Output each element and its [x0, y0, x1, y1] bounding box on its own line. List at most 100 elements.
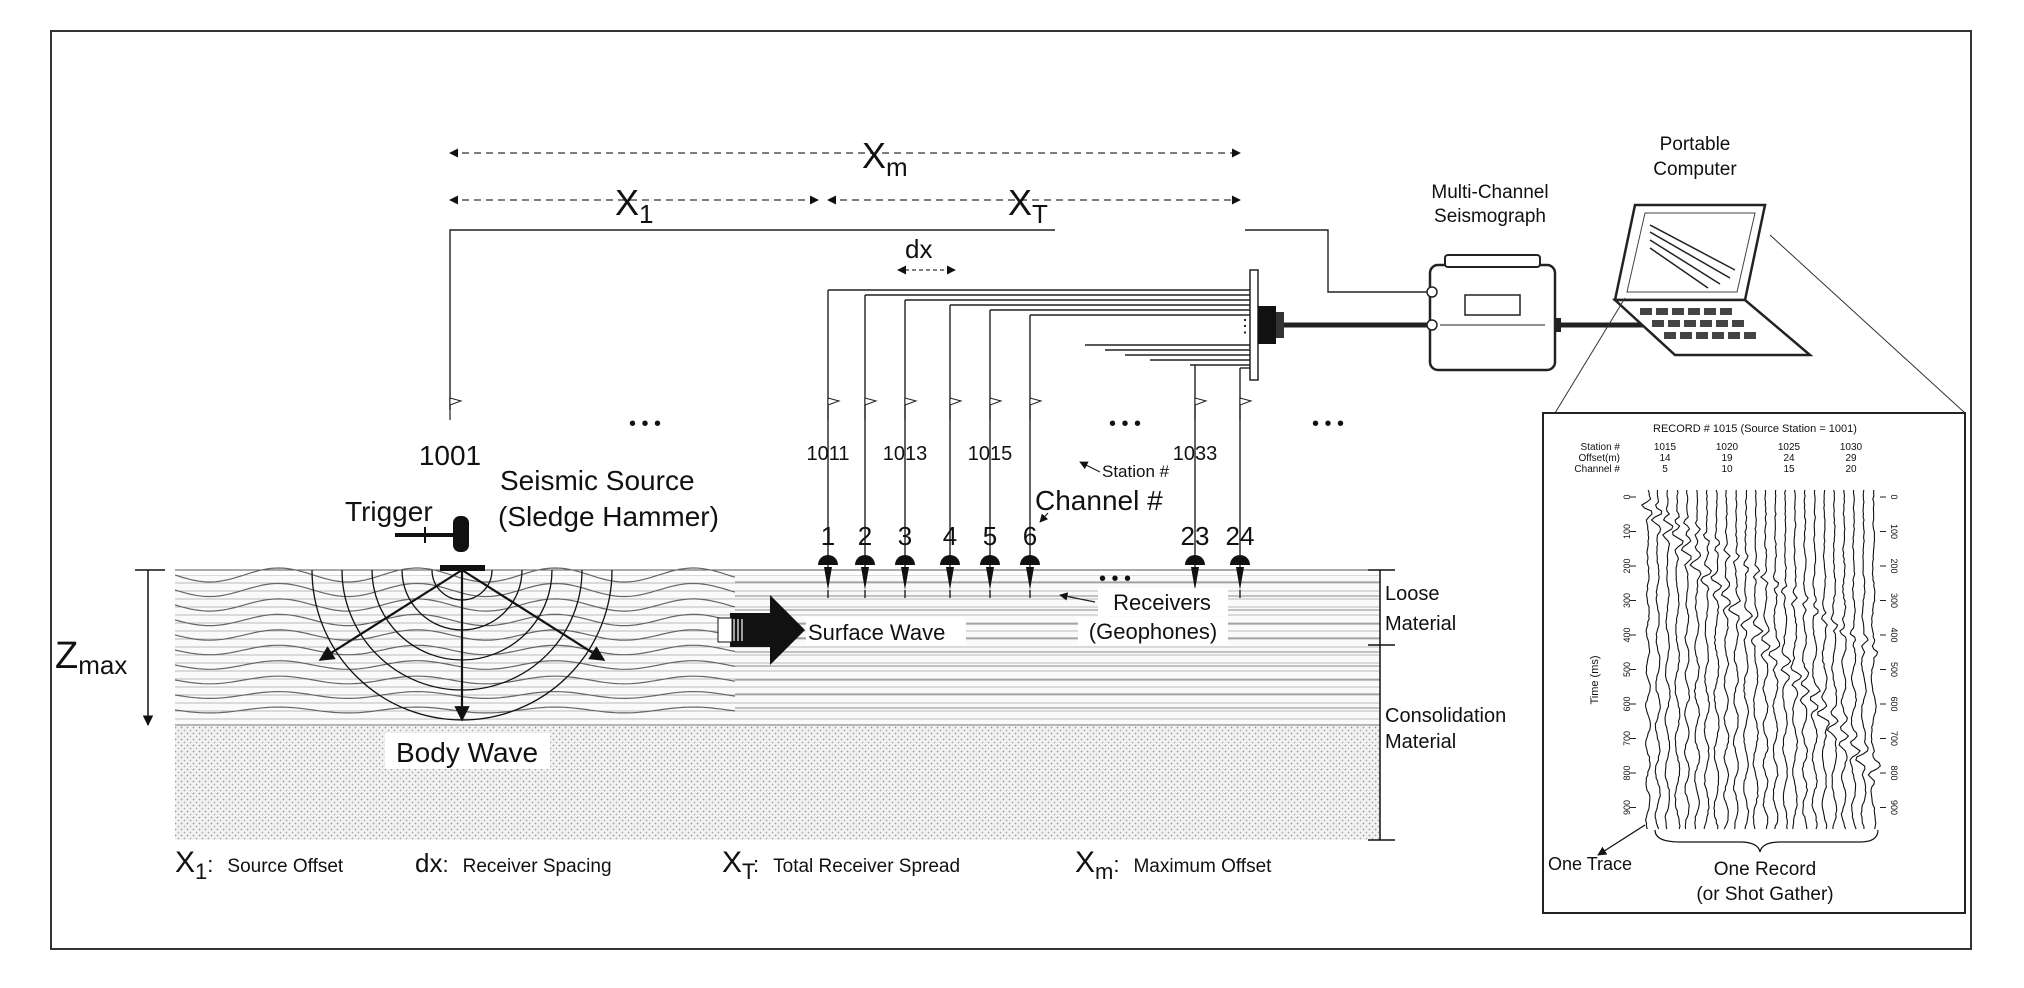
- zoom-line-left: [1554, 297, 1626, 414]
- record-y-label: Time (ms): [1589, 655, 1601, 704]
- xt-label: XT: [1008, 182, 1048, 229]
- dimension-labels: Xm X1 XT dx: [615, 135, 1048, 264]
- svg-text:100: 100: [1889, 524, 1899, 539]
- svg-text:Offset(m): Offset(m): [1579, 453, 1620, 464]
- station-1015: 1015: [968, 443, 1013, 465]
- data-line-connector: ⋮: [1236, 269, 1284, 381]
- svg-text:24: 24: [1226, 521, 1255, 551]
- svg-text:Channel #: Channel #: [1574, 464, 1620, 475]
- surface-wave-label: Surface Wave: [808, 620, 945, 645]
- legend-xt: XT:Total Receiver Spread: [722, 846, 960, 884]
- trigger-label: Trigger: [345, 496, 433, 527]
- station-1033: 1033: [1173, 443, 1218, 465]
- channel-numbers: 1 2 3 4 5 6 23 24: [821, 521, 1255, 551]
- receivers-label-2: (Geophones): [1089, 619, 1217, 644]
- surface-wave-arrow: [717, 595, 805, 665]
- loose-label-1: Loose: [1385, 583, 1440, 605]
- svg-text:23: 23: [1181, 521, 1210, 551]
- trigger-cable-right: [1245, 229, 1432, 293]
- cables: [449, 229, 1650, 575]
- svg-text:14: 14: [1659, 453, 1671, 464]
- source-label-2: (Sledge Hammer): [498, 501, 719, 532]
- svg-text:200: 200: [1622, 558, 1632, 573]
- wavy-layers: [175, 567, 735, 714]
- svg-text:800: 800: [1622, 765, 1632, 780]
- svg-text:700: 700: [1889, 731, 1899, 746]
- ground-layers: [175, 567, 1380, 840]
- seismograph-label-1: Multi-Channel: [1431, 182, 1548, 203]
- loose-label-2: Material: [1385, 613, 1456, 635]
- one-record-label-1: One Record: [1714, 859, 1816, 880]
- svg-text:2: 2: [858, 521, 872, 551]
- svg-text:600: 600: [1622, 696, 1632, 711]
- ellipsis-1: • • •: [629, 413, 661, 435]
- legend: X1:Source Offset dx:Receiver Spacing XT:…: [175, 846, 1272, 884]
- station-1001: 1001: [419, 440, 481, 471]
- receivers-label-1: Receivers: [1113, 590, 1211, 615]
- svg-text:1020: 1020: [1716, 442, 1739, 453]
- svg-text:200: 200: [1889, 558, 1899, 573]
- ellipsis-3: • • •: [1312, 413, 1344, 435]
- ellipsis-4: • • •: [1099, 568, 1131, 590]
- svg-text:⋮: ⋮: [1236, 316, 1254, 336]
- svg-text:20: 20: [1845, 464, 1857, 475]
- consolidation-label-2: Material: [1385, 731, 1456, 753]
- svg-text:4: 4: [943, 521, 957, 551]
- source-label-1: Seismic Source: [500, 465, 695, 496]
- one-trace-label: One Trace: [1548, 854, 1632, 874]
- body-wave-rays: [318, 569, 606, 722]
- svg-text:19: 19: [1721, 453, 1733, 464]
- dimension-lines: [449, 148, 1241, 275]
- computer-label-1: Portable: [1660, 134, 1731, 155]
- station-hash-label: Station #: [1102, 462, 1170, 481]
- station-1013: 1013: [883, 443, 928, 465]
- svg-text:Station #: Station #: [1581, 442, 1621, 453]
- trigger-cable: [449, 229, 1055, 410]
- svg-text:900: 900: [1622, 800, 1632, 815]
- svg-text:500: 500: [1889, 662, 1899, 677]
- sledge-hammer: [395, 516, 485, 571]
- svg-text:1015: 1015: [1654, 442, 1677, 453]
- xm-label: Xm: [862, 135, 908, 182]
- svg-text:0: 0: [1889, 494, 1899, 499]
- svg-text:900: 900: [1889, 800, 1899, 815]
- svg-text:1030: 1030: [1840, 442, 1863, 453]
- legend-dx: dx:Receiver Spacing: [415, 848, 612, 878]
- legend-x1: X1:Source Offset: [175, 846, 344, 884]
- ellipsis-2: • • •: [1109, 413, 1141, 435]
- svg-text:400: 400: [1622, 627, 1632, 642]
- shot-record-panel: RECORD # 1015 (Source Station = 1001) St…: [1542, 412, 1966, 914]
- svg-text:15: 15: [1783, 464, 1795, 475]
- svg-text:700: 700: [1622, 731, 1632, 746]
- surface-wave-label-bg: [806, 617, 966, 645]
- svg-text:600: 600: [1889, 696, 1899, 711]
- seismograph-label-2: Seismograph: [1434, 206, 1546, 227]
- seismic-traces: [1640, 489, 1881, 830]
- svg-text:10: 10: [1721, 464, 1733, 475]
- svg-text:800: 800: [1889, 765, 1899, 780]
- svg-text:100: 100: [1622, 524, 1632, 539]
- station-flags: [449, 397, 1253, 420]
- consolidated-layer: [175, 725, 1380, 840]
- svg-text:5: 5: [983, 521, 997, 551]
- svg-text:500: 500: [1622, 662, 1632, 677]
- body-wave-label: Body Wave: [396, 737, 538, 768]
- svg-text:400: 400: [1889, 627, 1899, 642]
- channel-hash-label: Channel #: [1035, 485, 1163, 516]
- figure-frame: [50, 30, 1972, 950]
- consolidation-label-1: Consolidation: [1385, 705, 1506, 727]
- legend-xm: Xm:Maximum Offset: [1075, 846, 1272, 884]
- station-1011: 1011: [806, 443, 849, 465]
- laptop: [1611, 203, 1814, 357]
- computer-label-2: Computer: [1653, 159, 1737, 180]
- dx-label: dx: [905, 234, 932, 264]
- x1-label: X1: [615, 182, 653, 229]
- svg-text:1025: 1025: [1778, 442, 1801, 453]
- svg-text:1: 1: [821, 521, 835, 551]
- svg-text:6: 6: [1023, 521, 1037, 551]
- svg-text:300: 300: [1889, 593, 1899, 608]
- one-record-label-2: (or Shot Gather): [1696, 884, 1833, 905]
- record-title: RECORD # 1015 (Source Station = 1001): [1653, 423, 1857, 435]
- svg-text:24: 24: [1783, 453, 1795, 464]
